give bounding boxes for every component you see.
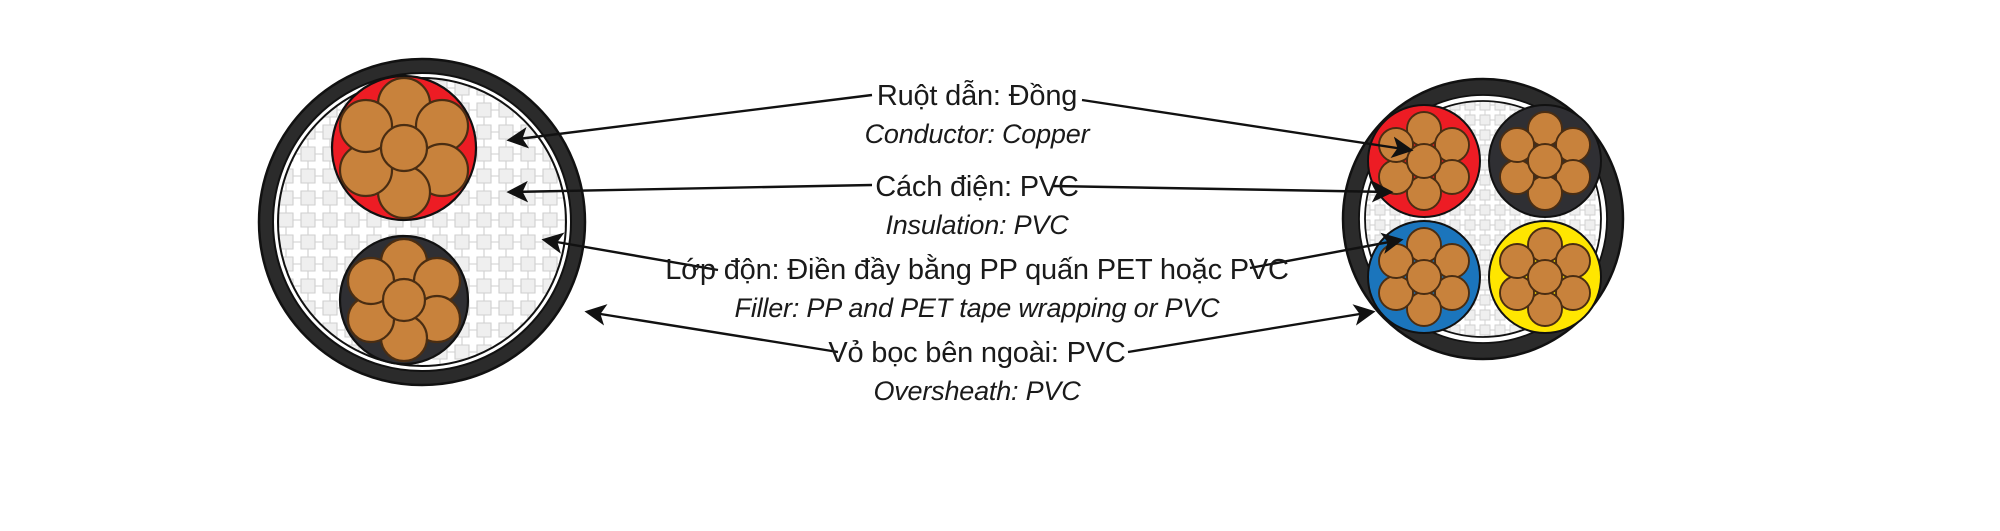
leader-insulation-right: [1051, 180, 1394, 203]
core-red: [330, 74, 478, 222]
leader-oversheath-right: [1127, 304, 1376, 354]
copper-strand-core: [1499, 111, 1591, 211]
core-black: [338, 234, 470, 366]
left-cable: [257, 57, 587, 387]
core-blue: [1367, 220, 1481, 334]
label-insulation-vi: Cách điện: PVC: [875, 171, 1079, 203]
leader-filler-right: [1249, 232, 1404, 270]
core-black: [1488, 104, 1602, 218]
label-oversheath: Vỏ bọc bên ngoài: PVC Oversheath: PVC: [828, 337, 1125, 406]
leader-filler-left: [541, 232, 719, 272]
label-oversheath-vi: Vỏ bọc bên ngoài: PVC: [828, 337, 1125, 369]
copper-strand-core: [346, 237, 462, 363]
copper-strand-core: [1499, 227, 1591, 327]
label-insulation-en: Insulation: PVC: [885, 210, 1069, 240]
core-red: [1367, 104, 1481, 218]
label-conductor-en: Conductor: Copper: [865, 119, 1091, 149]
leader-conductor-left: [506, 93, 873, 149]
leader-oversheath-left: [584, 304, 839, 354]
label-filler-en: Filler: PP and PET tape wrapping or PVC: [735, 293, 1221, 323]
leader-insulation-left: [506, 180, 873, 203]
leader-lines: [506, 93, 1414, 354]
label-conductor-vi: Ruột dẫn: Đồng: [877, 79, 1077, 112]
label-insulation: Cách điện: PVC Insulation: PVC: [875, 171, 1079, 240]
label-conductor: Ruột dẫn: Đồng Conductor: Copper: [865, 79, 1091, 149]
leader-conductor-right: [1081, 98, 1414, 158]
core-yellow: [1488, 220, 1602, 334]
label-oversheath-en: Oversheath: PVC: [873, 376, 1081, 406]
label-filler: Lớp độn: Điền đầy bằng PP quấn PET hoặc …: [665, 253, 1289, 323]
label-filler-vi: Lớp độn: Điền đầy bằng PP quấn PET hoặc …: [665, 253, 1289, 286]
copper-strand-core: [338, 76, 470, 220]
right-cable: [1341, 77, 1625, 361]
